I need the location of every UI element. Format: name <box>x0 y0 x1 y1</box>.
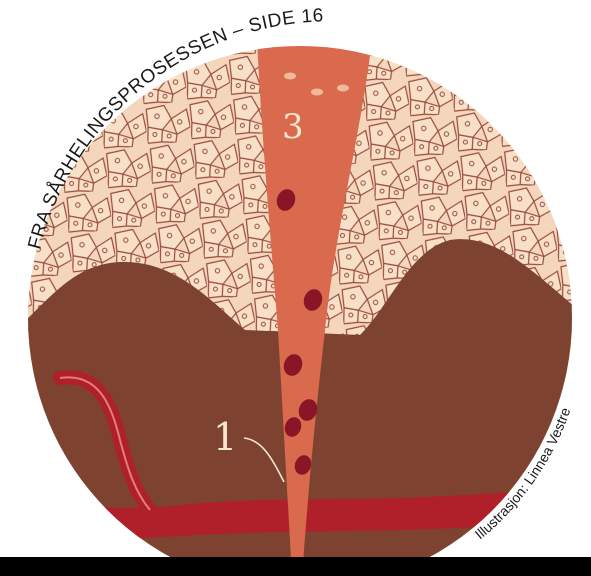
label-three: 3 <box>282 107 304 147</box>
label-one: 1 <box>213 415 237 459</box>
surface-dot <box>311 89 323 96</box>
surface-dot <box>337 85 349 92</box>
surface-dot <box>284 73 296 80</box>
bottom-bar <box>0 557 591 576</box>
